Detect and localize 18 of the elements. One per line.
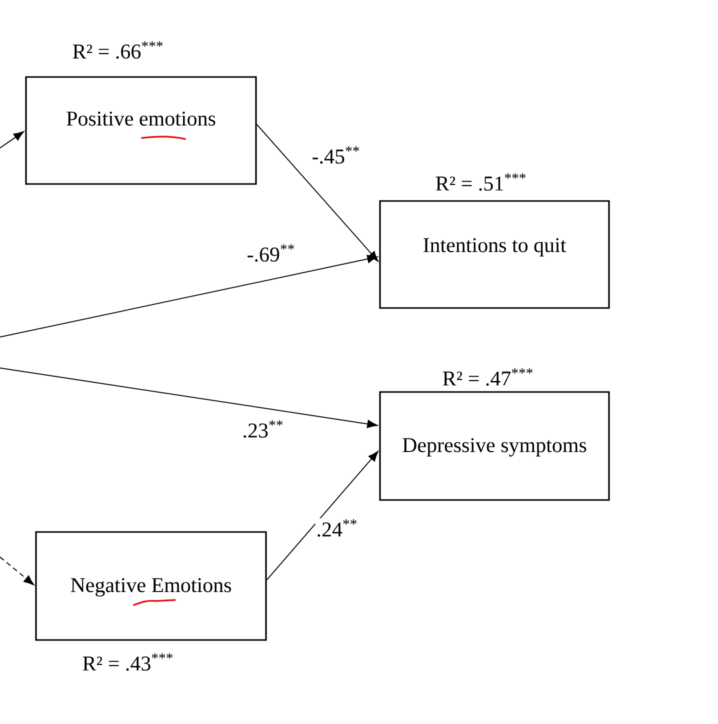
variable-box: Depressive symptoms xyxy=(379,391,610,501)
dashed-arrow xyxy=(0,556,34,586)
path-arrow xyxy=(0,254,378,338)
r-squared-label: R² = .51$^{***}$ xyxy=(436,173,526,191)
r-squared-label: R² = .43$^{***}$ xyxy=(82,653,173,671)
edge-label: -.69$^{**}$ xyxy=(246,243,296,263)
r-squared-label: R² = .47$^{***}$ xyxy=(442,368,533,386)
r-squared-label: R² = .66$^{***}$ xyxy=(72,41,163,59)
path-arrow xyxy=(266,451,378,580)
path-arrow xyxy=(0,131,24,148)
path-arrow xyxy=(0,368,378,428)
edge-label: .24$^{**}$ xyxy=(315,518,359,538)
edge-label: -.45$^{**}$ xyxy=(310,145,362,165)
variable-box: Positive emotions xyxy=(25,76,257,185)
variable-box: Intentions to quit xyxy=(379,200,610,309)
edge-label: .23$^{**}$ xyxy=(241,419,285,439)
variable-box: Negative Emotions xyxy=(35,531,267,641)
path-arrow xyxy=(256,124,378,262)
